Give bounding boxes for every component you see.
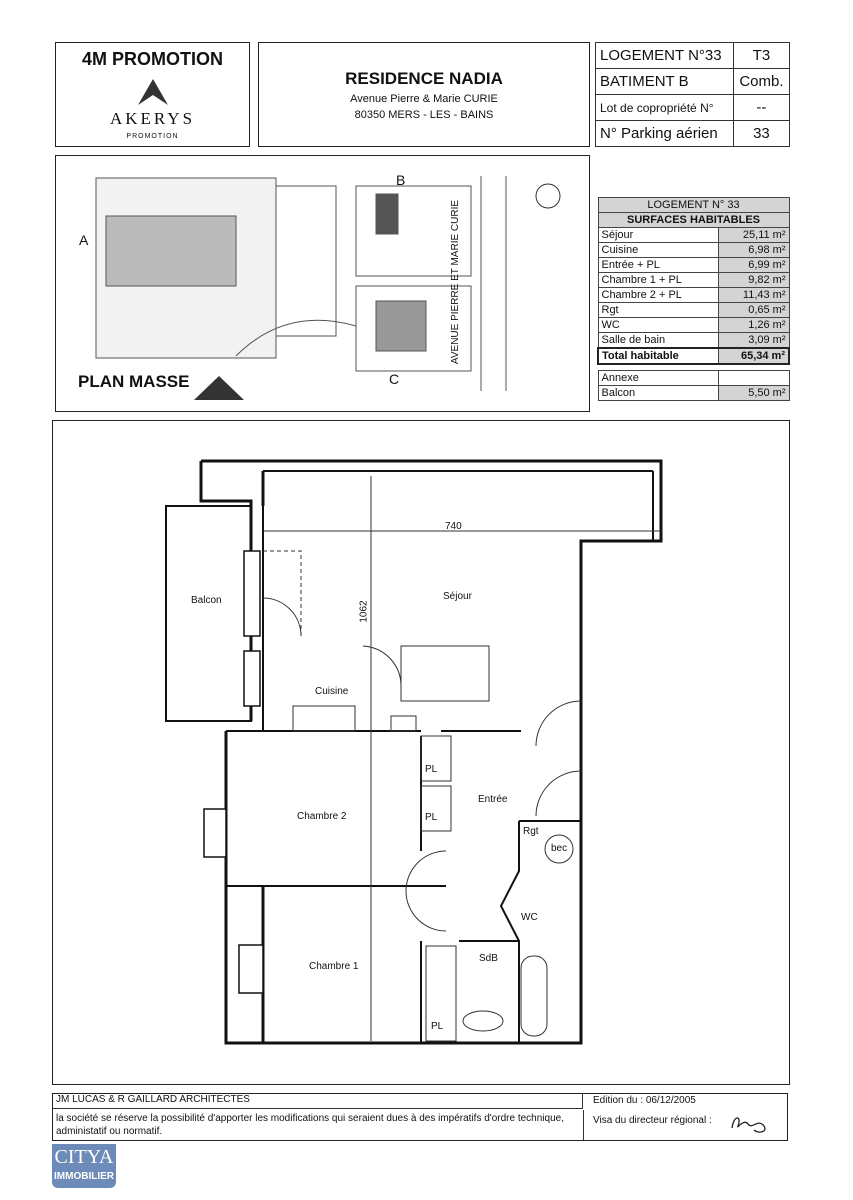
plan-masse-box: A B C PLAN MASSE AVENUE PIERRE ET MARIE … bbox=[55, 155, 590, 412]
address-line-2: 80350 MERS - LES - BAINS bbox=[354, 109, 494, 121]
info-value: T3 bbox=[732, 42, 791, 69]
building-label-a: A bbox=[79, 232, 89, 248]
dimension-width: 740 bbox=[445, 521, 462, 532]
footer-box: JM LUCAS & R GAILLARD ARCHITECTES Editio… bbox=[52, 1093, 788, 1141]
info-value: -- bbox=[732, 94, 791, 121]
room-chambre-1: Chambre 1 bbox=[309, 961, 359, 972]
total-value: 65,34 m² bbox=[717, 347, 790, 365]
visa-label: Visa du directeur régional : bbox=[593, 1115, 712, 1126]
surfaces-table: LOGEMENT N° 33 SURFACES HABITABLES Séjou… bbox=[597, 197, 790, 401]
room-sdb: SdB bbox=[479, 953, 498, 964]
room-pl-2: PL bbox=[425, 812, 438, 823]
surface-label: Entrée + PL bbox=[597, 257, 719, 273]
surface-label: WC bbox=[597, 317, 719, 333]
annex-value: 5,50 m² bbox=[717, 385, 790, 401]
site-plan-drawing bbox=[95, 176, 561, 400]
compass-icon bbox=[535, 183, 561, 209]
company-name: 4M PROMOTION bbox=[81, 49, 223, 69]
room-pl-3: PL bbox=[431, 1021, 444, 1032]
info-label: Lot de copropriété N° bbox=[595, 94, 734, 121]
surfaces-subtitle: SURFACES HABITABLES bbox=[597, 212, 790, 228]
disclaimer: la société se réserve la possibilité d'a… bbox=[56, 1113, 564, 1137]
info-label: LOGEMENT N°33 bbox=[595, 42, 734, 69]
surface-value: 9,82 m² bbox=[717, 272, 790, 288]
floor-plan-box: Balcon Séjour Cuisine Chambre 2 Entrée P… bbox=[52, 420, 790, 1085]
signature bbox=[731, 1117, 766, 1133]
watermark-sub: IMMOBILIER bbox=[54, 1171, 114, 1182]
residence-name: RESIDENCE NADIA bbox=[345, 69, 503, 88]
surface-value: 1,26 m² bbox=[717, 317, 790, 333]
akerys-logo-icon bbox=[138, 79, 168, 105]
annex-label: Balcon bbox=[597, 385, 719, 401]
building-label-c: C bbox=[389, 371, 400, 387]
info-value: Comb. bbox=[732, 68, 791, 95]
room-sejour: Séjour bbox=[443, 591, 472, 602]
info-label: N° Parking aérien bbox=[595, 120, 734, 147]
dimension-height: 1062 bbox=[358, 600, 370, 623]
edition-date: Edition du : 06/12/2005 bbox=[593, 1095, 696, 1106]
building-label-b: B bbox=[396, 172, 406, 188]
logo-text: AKERYS bbox=[109, 109, 196, 128]
watermark-brand: CITYA bbox=[54, 1146, 114, 1168]
room-wc: WC bbox=[521, 912, 538, 923]
total-label: Total habitable bbox=[597, 347, 719, 365]
surfaces-title: LOGEMENT N° 33 bbox=[597, 197, 790, 213]
architects: JM LUCAS & R GAILLARD ARCHITECTES bbox=[53, 1094, 583, 1109]
surface-label: Séjour bbox=[597, 227, 719, 243]
annex-row: Annexe bbox=[597, 370, 790, 386]
room-chambre-2: Chambre 2 bbox=[297, 811, 347, 822]
info-value: 33 bbox=[732, 120, 791, 147]
room-balcon: Balcon bbox=[191, 595, 222, 606]
surface-value: 11,43 m² bbox=[717, 287, 790, 303]
citya-watermark: CITYA IMMOBILIER bbox=[52, 1144, 116, 1188]
residence-box: RESIDENCE NADIA Avenue Pierre & Marie CU… bbox=[258, 42, 590, 147]
company-box: 4M PROMOTION AKERYS PROMOTION bbox=[55, 42, 250, 147]
address-line-1: Avenue Pierre & Marie CURIE bbox=[350, 93, 498, 105]
room-entree: Entrée bbox=[478, 794, 508, 805]
info-row: Lot de copropriété N°-- bbox=[595, 94, 791, 121]
info-label: BATIMENT B bbox=[595, 68, 734, 95]
room-rgt: Rgt bbox=[523, 826, 539, 837]
room-bec: bec bbox=[551, 843, 568, 854]
surface-value: 3,09 m² bbox=[717, 332, 790, 349]
logo-sub: PROMOTION bbox=[126, 133, 179, 140]
surface-value: 6,99 m² bbox=[717, 257, 790, 273]
room-cuisine: Cuisine bbox=[315, 686, 349, 697]
plan-masse-title: PLAN MASSE bbox=[78, 372, 190, 391]
surface-label: Salle de bain bbox=[597, 332, 719, 349]
room-pl-1: PL bbox=[425, 764, 438, 775]
